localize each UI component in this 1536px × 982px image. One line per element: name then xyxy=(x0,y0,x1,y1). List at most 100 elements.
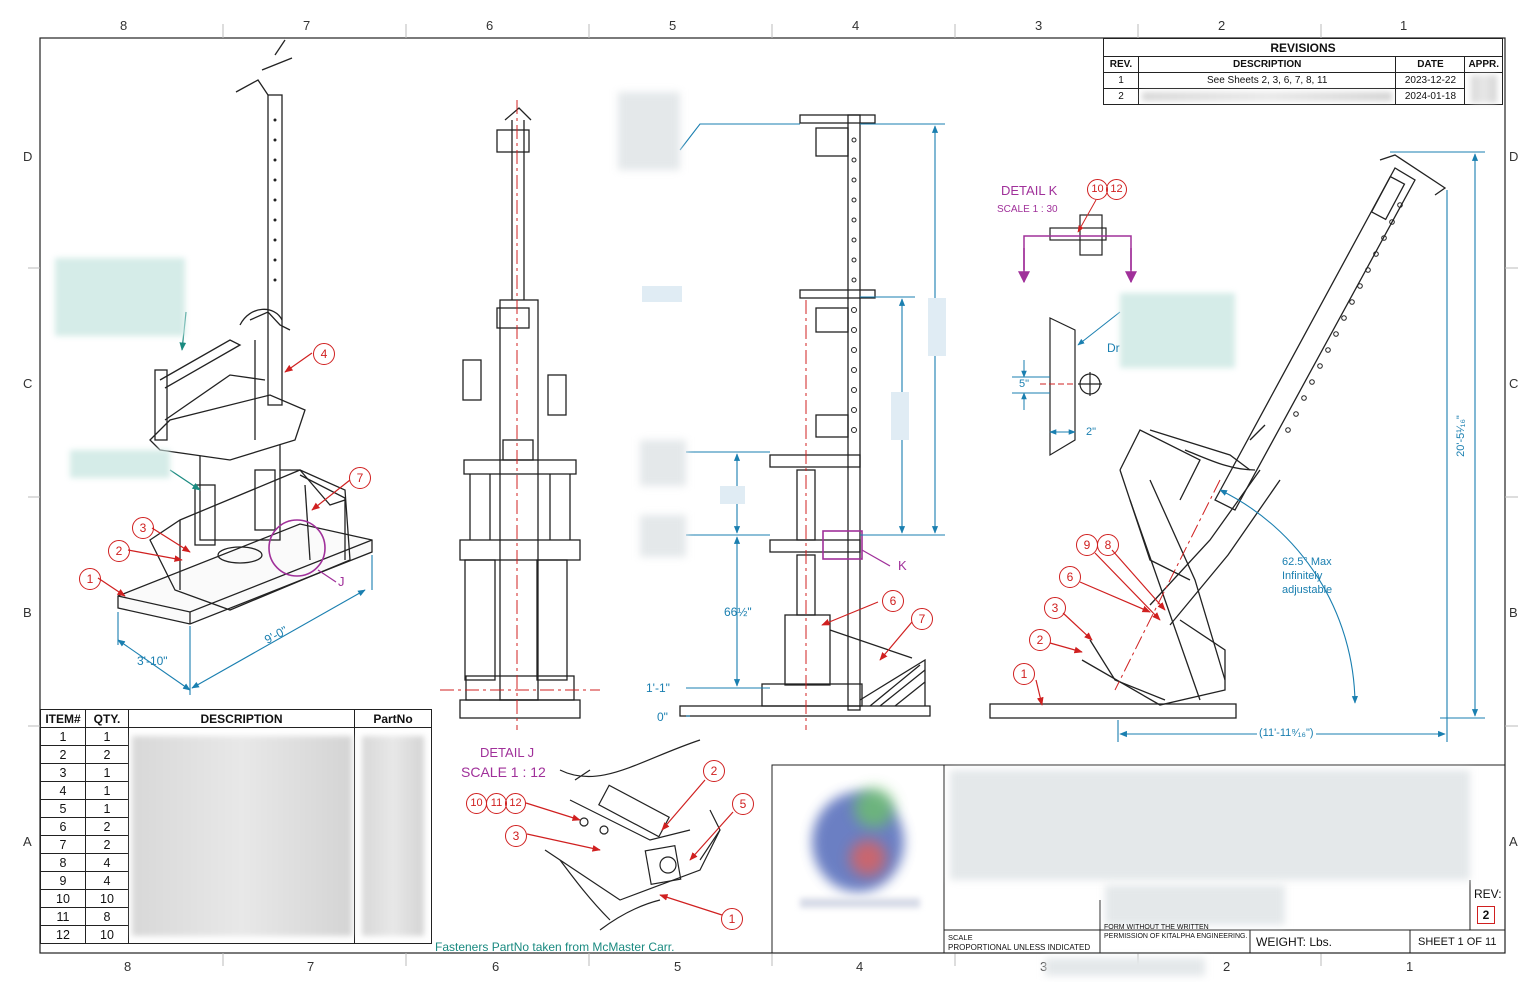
bom-qty: 2 xyxy=(85,745,129,764)
zone-left-a: A xyxy=(23,834,32,849)
rev-header-appr: APPR. xyxy=(1464,56,1503,73)
zone-bottom-7: 7 xyxy=(307,959,315,974)
angle-note-3: adjustable xyxy=(1282,584,1333,596)
redacted-callout xyxy=(1120,293,1235,368)
zone-left-c: C xyxy=(23,376,33,391)
bom-qty: 1 xyxy=(85,727,129,746)
scale-label: SCALE xyxy=(948,933,973,942)
fasteners-note: Fasteners PartNo taken from McMaster Car… xyxy=(435,940,675,954)
bom-qty: 10 xyxy=(85,925,129,944)
bom-item: 5 xyxy=(40,799,86,818)
zone-bottom-1: 1 xyxy=(1406,959,1414,974)
zone-top-6: 6 xyxy=(486,18,494,33)
redacted-callout xyxy=(55,258,185,336)
zone-top-4: 4 xyxy=(852,18,860,33)
zone-left-d: D xyxy=(23,149,33,164)
sheet-number: SHEET 1 OF 11 xyxy=(1418,936,1497,948)
bom-qty: 2 xyxy=(85,817,129,836)
rev-value: 2 xyxy=(1477,906,1495,924)
bom-qty: 1 xyxy=(85,781,129,800)
bom-header-qty: QTY. xyxy=(85,709,129,728)
balloon-10: 10 xyxy=(1087,179,1108,200)
bom-qty: 4 xyxy=(85,871,129,890)
redacted-dimension xyxy=(891,392,909,440)
isometric-mast-holes xyxy=(273,118,277,282)
bom-descriptions-redacted xyxy=(128,727,355,944)
redacted-callout xyxy=(70,450,170,478)
rev-header-rev: REV. xyxy=(1103,56,1139,73)
balloon-2: 2 xyxy=(1029,629,1051,651)
balloon-6: 6 xyxy=(1059,566,1081,588)
balloon-3: 3 xyxy=(1044,597,1066,619)
zone-top-7: 7 xyxy=(303,18,311,33)
zone-top-2: 2 xyxy=(1218,18,1226,33)
balloon-1: 1 xyxy=(721,908,743,930)
bom-qty: 2 xyxy=(85,835,129,854)
balloon-11: 11 xyxy=(486,793,507,814)
zone-left-b: B xyxy=(23,605,32,620)
bom-qty: 4 xyxy=(85,853,129,872)
rev-header-description: DESCRIPTION xyxy=(1137,56,1397,73)
side-view xyxy=(679,114,931,717)
dim-upper: 66½" xyxy=(724,605,752,619)
balloon-6: 6 xyxy=(882,590,904,612)
balloon-2: 2 xyxy=(703,760,725,782)
bom-item: 7 xyxy=(40,835,86,854)
revisions-table: REVISIONS REV. DESCRIPTION DATE APPR. 1 … xyxy=(1103,38,1503,105)
isometric-view xyxy=(117,39,373,625)
side-mast-holes xyxy=(851,137,857,433)
rev-description: See Sheets 2, 3, 6, 7, 8, 11 xyxy=(1137,72,1397,89)
front-view xyxy=(459,107,581,719)
detail-k-scale: SCALE 1 : 30 xyxy=(997,204,1058,215)
company-logo xyxy=(800,780,920,920)
rev-number: 1 xyxy=(1103,72,1139,89)
redacted-callout xyxy=(640,440,686,486)
balloon-8: 8 xyxy=(1097,534,1119,556)
redacted-callout xyxy=(640,515,686,557)
bom-item: 6 xyxy=(40,817,86,836)
bom-header-partno: PartNo xyxy=(354,709,432,728)
bom-item: 11 xyxy=(40,907,86,926)
weight-label: WEIGHT: Lbs. xyxy=(1256,935,1333,949)
dim-width: 3'-10" xyxy=(137,654,168,668)
zone-top-1: 1 xyxy=(1400,18,1408,33)
bom-item: 12 xyxy=(40,925,86,944)
zone-right-c: C xyxy=(1509,376,1519,391)
revision-row: 1 See Sheets 2, 3, 6, 7, 8, 11 2023-12-2… xyxy=(1103,72,1503,105)
balloon-10: 10 xyxy=(466,793,487,814)
detail-k-title: DETAIL K xyxy=(1001,183,1058,198)
detail-j-ref: J xyxy=(338,574,345,589)
detail-j-circle xyxy=(268,519,326,577)
detail-j-scale: SCALE 1 : 12 xyxy=(461,764,546,780)
bom-header-item: ITEM# xyxy=(40,709,86,728)
detail-k-ref: K xyxy=(898,558,907,573)
dim-zero: 0" xyxy=(657,710,668,724)
zone-right-d: D xyxy=(1509,149,1519,164)
tilt-mast-holes xyxy=(1285,202,1403,433)
rev-date: 2024-01-18 xyxy=(1395,88,1466,105)
balloon-7: 7 xyxy=(349,467,371,489)
redacted-title-info xyxy=(950,770,1470,880)
angle-note-1: 62.5° Max xyxy=(1282,556,1332,568)
angle-note-2: Infinitely xyxy=(1282,570,1323,582)
rev-header-date: DATE xyxy=(1395,56,1466,73)
revision-row: 2 2024-01-18 xyxy=(1103,88,1503,105)
dim-base: 1'-1" xyxy=(646,681,670,695)
zone-bottom-8: 8 xyxy=(124,959,132,974)
balloon-5: 5 xyxy=(732,793,754,815)
redacted-callout xyxy=(618,92,680,170)
bom-item: 9 xyxy=(40,871,86,890)
bom-item: 1 xyxy=(40,727,86,746)
dim-b: 2" xyxy=(1086,426,1097,438)
zone-top-5: 5 xyxy=(669,18,677,33)
dim-a: 5" xyxy=(1019,378,1030,390)
rev-number: 2 xyxy=(1103,88,1139,105)
